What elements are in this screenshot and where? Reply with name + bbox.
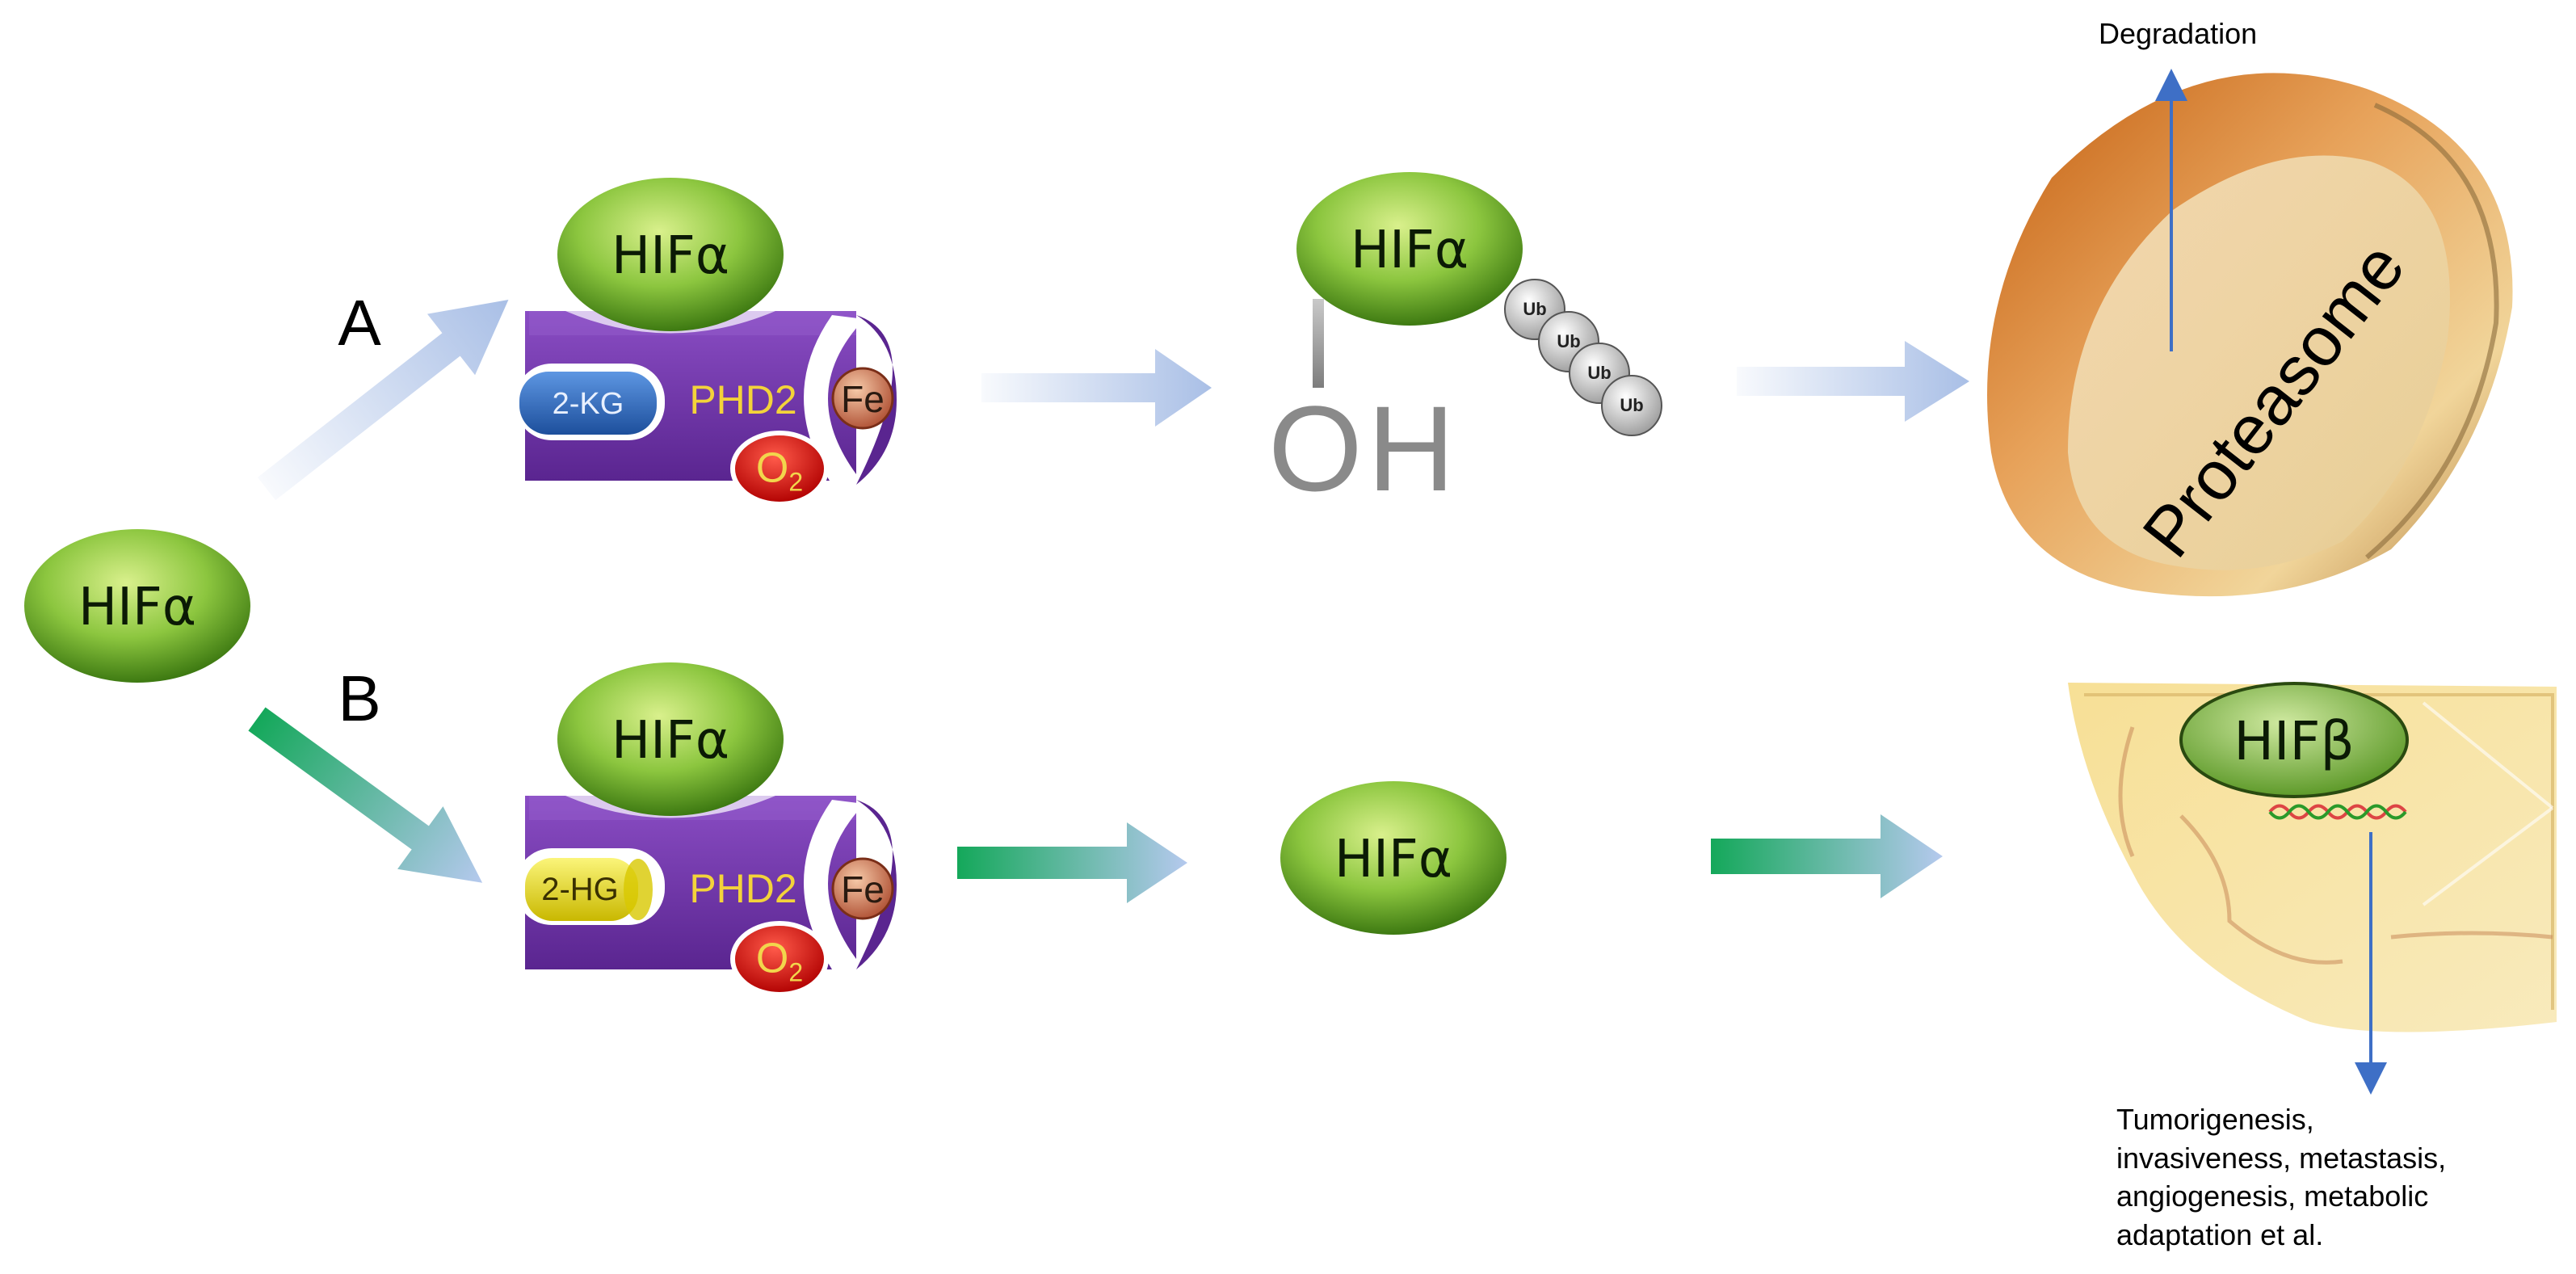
hif-alpha-initial bbox=[24, 529, 250, 683]
hif-alpha-on-phd2-a bbox=[557, 178, 784, 331]
degradation-label: Degradation bbox=[2099, 17, 2258, 50]
hif-alpha-hydroxylated-label: HIFα bbox=[1351, 221, 1469, 280]
hif-alpha-stable bbox=[1280, 781, 1507, 935]
hydroxyl-bond bbox=[1313, 299, 1324, 388]
fe-a bbox=[831, 367, 894, 430]
fe-label-a: Fe bbox=[841, 378, 885, 420]
cofactor-2hg-label: 2-HG bbox=[541, 872, 619, 907]
hif-beta bbox=[2179, 682, 2409, 798]
arrow-a-to-hydroxylated bbox=[981, 349, 1212, 427]
hif-alpha-phd2-a-label: HIFα bbox=[611, 226, 729, 286]
hif-alpha-phd2-b-label: HIFα bbox=[611, 711, 729, 771]
downstream-effects-text: Tumorigenesis, invasiveness, metastasis,… bbox=[2116, 1103, 2447, 1251]
arrow-to-pathway-a bbox=[257, 300, 509, 501]
o2-b bbox=[730, 921, 829, 997]
proteasome bbox=[1987, 73, 2513, 597]
label-pathway-b: B bbox=[338, 662, 381, 734]
hif-beta-label: HIFβ bbox=[2234, 710, 2355, 772]
hif-alpha-stable-label: HIFα bbox=[1334, 830, 1452, 889]
fe-b bbox=[831, 857, 894, 920]
phd2-label-a: PHD2 bbox=[689, 377, 797, 423]
hif-alpha-initial-label: HIFα bbox=[78, 578, 196, 637]
cofactor-2kg bbox=[519, 372, 657, 435]
arrow-a-to-proteasome bbox=[1737, 341, 1969, 422]
ubiquitin-chain bbox=[1504, 279, 1662, 436]
ub-label-3: Ub bbox=[1587, 363, 1612, 383]
nucleus bbox=[2068, 683, 2557, 1032]
o2-a bbox=[730, 431, 829, 507]
phd2-label-b: PHD2 bbox=[689, 866, 797, 911]
ub-label-2: Ub bbox=[1557, 331, 1581, 351]
hif-alpha-on-phd2-b bbox=[557, 662, 784, 816]
cofactor-2hg bbox=[525, 858, 638, 921]
ub-bead-4 bbox=[1601, 375, 1662, 436]
label-pathway-a: A bbox=[338, 287, 381, 359]
o2-label-a: O2 bbox=[755, 444, 804, 497]
dna-helix bbox=[2268, 804, 2407, 820]
cofactor-2kg-label: 2-KG bbox=[552, 387, 624, 421]
fe-label-b: Fe bbox=[841, 868, 885, 910]
o2-label-b: O2 bbox=[755, 935, 804, 987]
hif-alpha-hydroxylated bbox=[1296, 172, 1523, 326]
arrow-to-pathway-b bbox=[248, 707, 483, 883]
ub-label-4: Ub bbox=[1620, 395, 1644, 415]
arrow-b-to-nucleus bbox=[1711, 814, 1943, 898]
oh-label: OH bbox=[1268, 381, 1460, 516]
ub-label-1: Ub bbox=[1523, 299, 1547, 319]
arrow-b-to-stable-hif bbox=[957, 822, 1187, 903]
